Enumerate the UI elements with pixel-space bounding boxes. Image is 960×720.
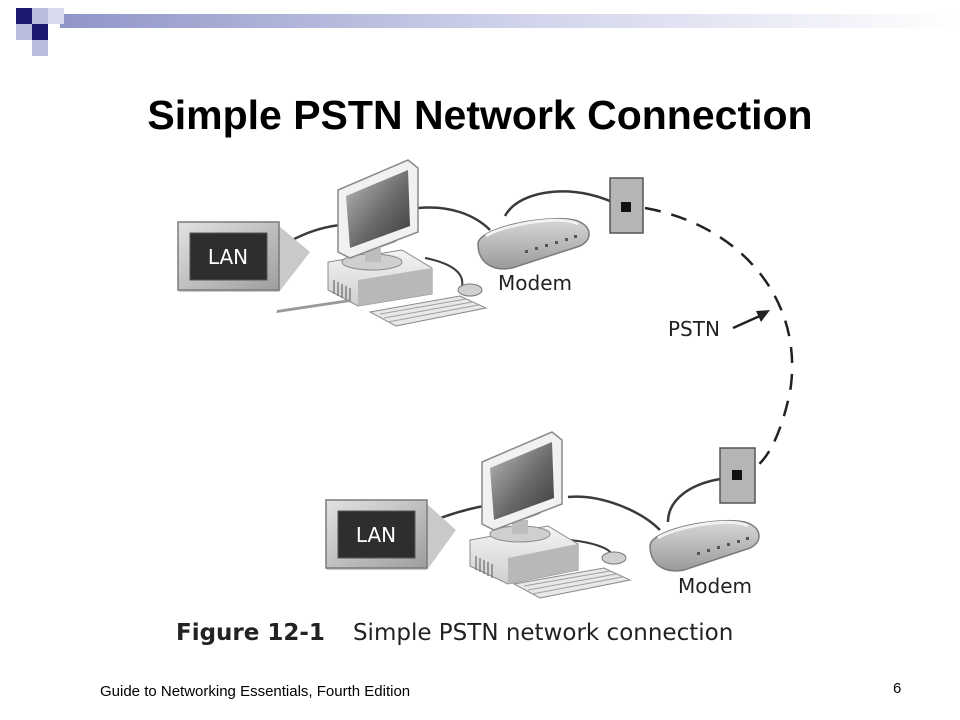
header-square-2: [32, 8, 48, 24]
cable-pc-modem-bottom: [567, 495, 661, 531]
computer-top: [276, 159, 488, 327]
wall-jack-bottom: [719, 447, 756, 504]
lan-label-bottom: LAN: [356, 523, 396, 547]
footer-book-title: Guide to Networking Essentials, Fourth E…: [100, 683, 411, 700]
slide-header-bar: [16, 8, 960, 56]
header-square-3: [48, 8, 64, 24]
lan-label-top: LAN: [208, 245, 248, 269]
slide-title: Simple PSTN Network Connection: [147, 92, 813, 138]
modem-bottom: Modem: [649, 519, 760, 598]
page-number: 6: [893, 680, 902, 697]
modem-label-bottom: Modem: [678, 574, 752, 598]
pstn-label: PSTN: [668, 317, 720, 341]
modem-top: Modem: [477, 217, 590, 295]
wall-jack-top: [609, 177, 644, 234]
header-square-4: [16, 24, 32, 40]
cable-modem-jack-bottom: [666, 476, 729, 523]
modem-label-top: Modem: [498, 271, 572, 295]
header-square-6: [32, 40, 48, 56]
cable-mouse-top: [424, 257, 464, 287]
figure-number: Figure 12-1: [176, 620, 325, 646]
figure-caption-text: Simple PSTN network connection: [352, 620, 734, 646]
lan-device-top: LAN: [177, 221, 310, 292]
header-gradient-bar: [60, 14, 960, 28]
figure-caption: Figure 12-1 Simple PSTN network connectio…: [176, 620, 733, 646]
pstn-link: [644, 206, 794, 466]
lan-device-bottom: LAN: [325, 499, 456, 570]
computer-bottom: [469, 431, 632, 599]
header-square-5: [32, 24, 48, 40]
header-square-1: [16, 8, 32, 24]
cable-pc-modem-top: [417, 206, 491, 231]
pstn-arrow: [732, 310, 770, 330]
cable-modem-jack-top: [503, 190, 625, 217]
